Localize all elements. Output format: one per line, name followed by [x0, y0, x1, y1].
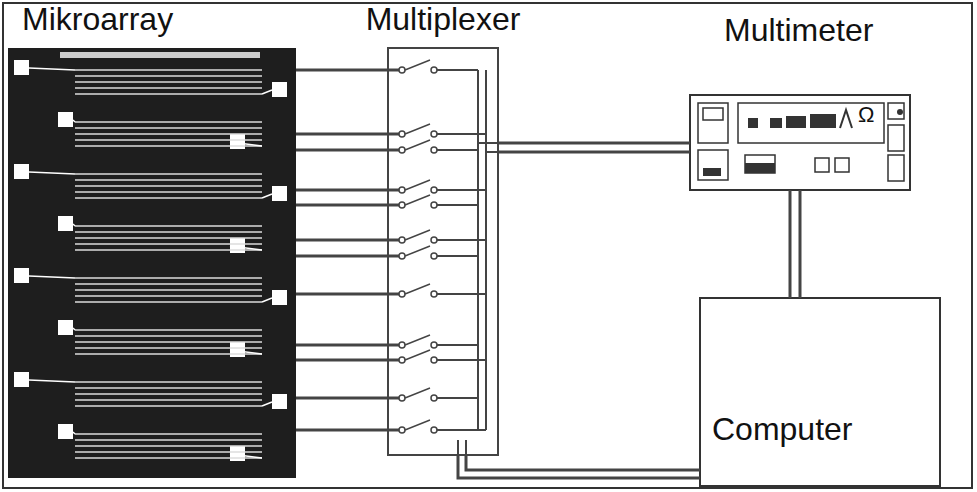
- wire-bundle: [790, 190, 800, 298]
- component-title: Multimeter: [724, 13, 873, 48]
- component-title: Multiplexer: [366, 2, 521, 37]
- component-title: Mikroarray: [22, 2, 173, 37]
- microarray-chip: [8, 48, 296, 478]
- wire-bundle: [458, 455, 700, 478]
- computer-box: [700, 298, 940, 486]
- multimeter-node: MultimeterΩ: [690, 95, 910, 190]
- component-title: Computer: [712, 412, 853, 447]
- computer-node: Computer: [700, 298, 940, 486]
- electrode-pattern: [14, 52, 287, 461]
- multiplexer-housing: [388, 48, 498, 455]
- unit-symbol: Ω: [858, 103, 874, 127]
- outer-frame: [3, 3, 972, 488]
- wire-bundle: [296, 70, 388, 430]
- wire-bundle: [498, 143, 690, 152]
- microarray-node: Mikroarray: [8, 48, 296, 478]
- multiplexer-node: Multiplexer: [388, 48, 498, 455]
- multimeter-device: [690, 95, 910, 190]
- switch-array: [388, 60, 498, 455]
